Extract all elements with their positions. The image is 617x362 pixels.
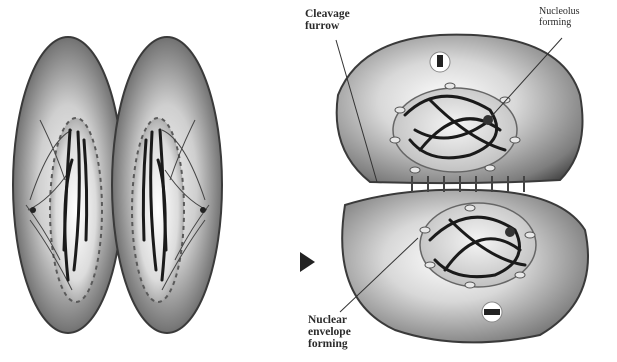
nucleolus-forming-label: Nucleolus forming	[539, 6, 580, 28]
right-centriole	[200, 207, 206, 213]
nuclear-envelope-forming-label: Nuclear envelope forming	[308, 314, 351, 350]
arrow-right-icon	[300, 252, 315, 272]
bottom-nucleolus	[505, 227, 515, 237]
early-telophase-cell	[13, 37, 222, 333]
right-nuclear-zone	[132, 118, 184, 302]
cleavage-furrow-label: Cleavage furrow	[305, 8, 350, 32]
left-centriole	[30, 207, 36, 213]
late-telophase-cell	[336, 35, 588, 343]
left-nuclear-zone	[50, 118, 102, 302]
bottom-centrosome	[482, 302, 502, 322]
top-centrosome	[430, 52, 450, 72]
